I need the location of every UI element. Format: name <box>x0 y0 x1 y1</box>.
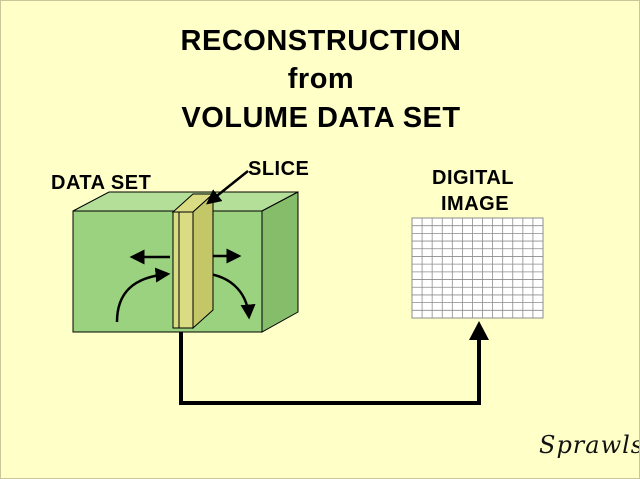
digital-image-label-line2: IMAGE <box>441 193 510 215</box>
cube-front-face <box>72 210 263 333</box>
digital-image-label-line1: DIGITAL <box>432 167 515 189</box>
slice-front <box>172 211 194 329</box>
arrow-icon <box>469 321 489 340</box>
page-title-line3: VOLUME DATA SET <box>181 102 461 134</box>
page-title-line2: from <box>287 63 355 95</box>
grid-background <box>411 217 544 319</box>
signature: Sprawls <box>539 431 640 459</box>
slice <box>171 192 215 330</box>
slice-label: SLICE <box>248 158 310 180</box>
arrow-icon <box>115 267 171 323</box>
digital-image-grid <box>411 217 544 319</box>
arrow-icon <box>206 170 249 205</box>
slice-side <box>192 192 214 330</box>
cube-side-face <box>261 191 299 333</box>
reconstruction-path-arrow <box>179 332 481 405</box>
data-set-label: DATA SET <box>51 172 152 194</box>
page-title-line1: RECONSTRUCTION <box>180 25 462 57</box>
